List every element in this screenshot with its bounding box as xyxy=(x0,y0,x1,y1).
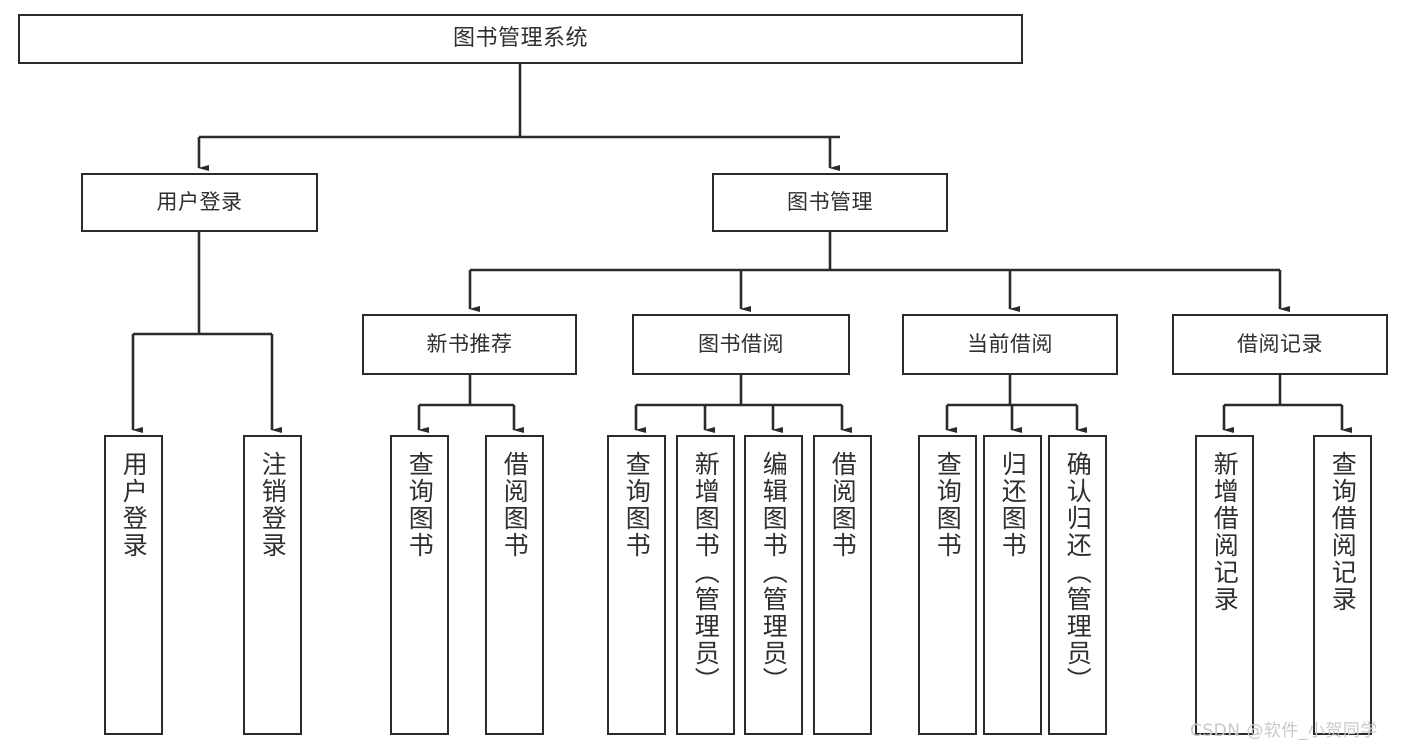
leaf-new-query-book-label: 查询图书 xyxy=(405,451,435,559)
node-user-login-label: 用户登录 xyxy=(156,189,243,214)
node-new-book-recommend-label: 新书推荐 xyxy=(426,331,513,356)
leaf-borrow-edit-book[interactable]: 编辑图书（管理员） xyxy=(744,435,803,735)
node-borrow-record[interactable]: 借阅记录 xyxy=(1172,314,1388,375)
leaf-user-logout-label: 注销登录 xyxy=(258,451,288,559)
node-book-management-label: 图书管理 xyxy=(787,189,873,214)
leaf-borrow-query-book[interactable]: 查询图书 xyxy=(607,435,666,735)
leaf-record-query-label: 查询借阅记录 xyxy=(1328,451,1358,613)
leaf-current-return-book[interactable]: 归还图书 xyxy=(983,435,1042,735)
leaf-new-borrow-book[interactable]: 借阅图书 xyxy=(485,435,544,735)
node-current-borrow-label: 当前借阅 xyxy=(967,331,1053,356)
leaf-current-confirm-return-label: 确认归还（管理员） xyxy=(1063,451,1093,694)
node-root[interactable]: 图书管理系统 xyxy=(18,14,1023,64)
leaf-record-query[interactable]: 查询借阅记录 xyxy=(1313,435,1372,735)
leaf-current-confirm-return[interactable]: 确认归还（管理员） xyxy=(1048,435,1107,735)
leaf-current-return-book-label: 归还图书 xyxy=(998,451,1028,559)
leaf-borrow-query-book-label: 查询图书 xyxy=(622,451,652,559)
leaf-new-borrow-book-label: 借阅图书 xyxy=(500,451,530,559)
leaf-new-query-book[interactable]: 查询图书 xyxy=(390,435,449,735)
leaf-borrow-do-book[interactable]: 借阅图书 xyxy=(813,435,872,735)
leaf-borrow-add-book[interactable]: 新增图书（管理员） xyxy=(676,435,735,735)
leaf-borrow-edit-book-label: 编辑图书（管理员） xyxy=(759,451,789,694)
node-borrow-record-label: 借阅记录 xyxy=(1237,331,1323,356)
leaf-record-add-label: 新增借阅记录 xyxy=(1210,451,1240,613)
leaf-current-query-book[interactable]: 查询图书 xyxy=(918,435,977,735)
node-root-label: 图书管理系统 xyxy=(452,25,588,51)
leaf-record-add[interactable]: 新增借阅记录 xyxy=(1195,435,1254,735)
csdn-watermark: CSDN @软件_小贺同学 xyxy=(1190,721,1378,741)
leaf-borrow-add-book-label: 新增图书（管理员） xyxy=(691,451,721,694)
node-user-login[interactable]: 用户登录 xyxy=(81,173,318,232)
leaf-borrow-do-book-label: 借阅图书 xyxy=(828,451,858,559)
leaf-current-query-book-label: 查询图书 xyxy=(933,451,963,559)
node-current-borrow[interactable]: 当前借阅 xyxy=(902,314,1118,375)
leaf-user-logout[interactable]: 注销登录 xyxy=(243,435,302,735)
node-book-borrow[interactable]: 图书借阅 xyxy=(632,314,850,375)
node-book-borrow-label: 图书借阅 xyxy=(698,331,784,356)
node-book-management[interactable]: 图书管理 xyxy=(712,173,948,232)
node-new-book-recommend[interactable]: 新书推荐 xyxy=(362,314,577,375)
leaf-user-login-label: 用户登录 xyxy=(119,451,149,559)
leaf-user-login[interactable]: 用户登录 xyxy=(104,435,163,735)
